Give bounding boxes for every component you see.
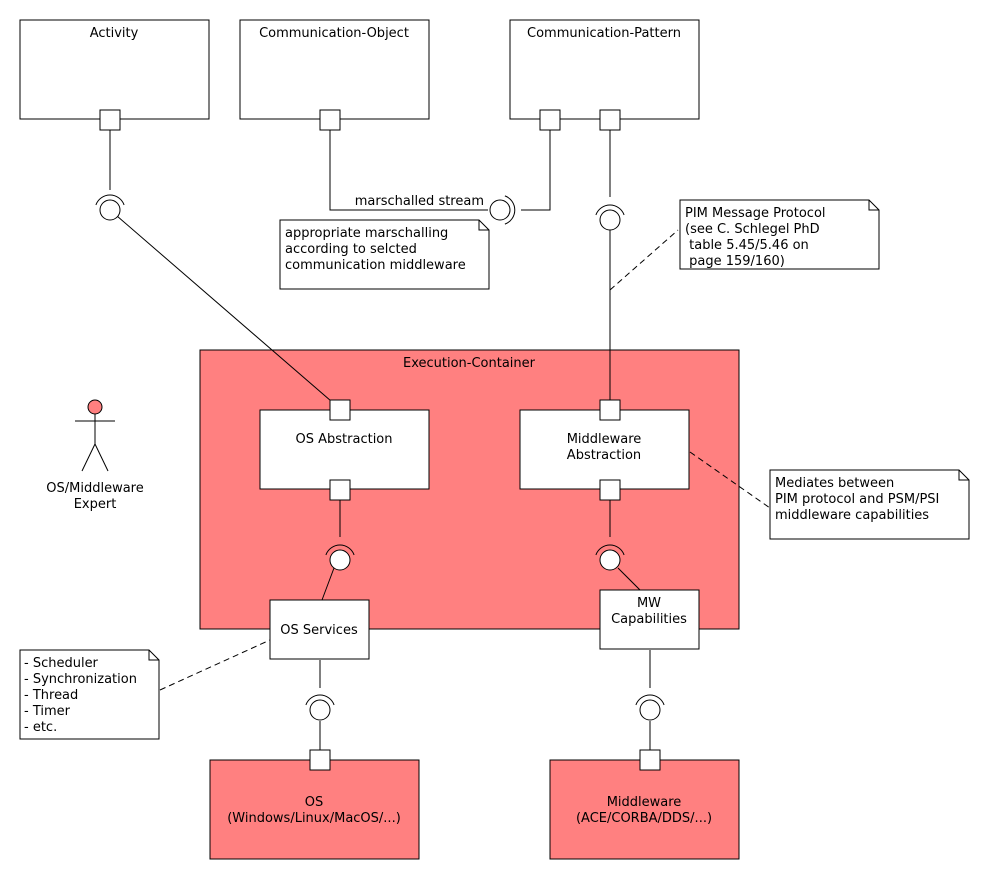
os-abstraction-title: OS Abstraction <box>296 432 393 447</box>
middleware-abstraction-port-bottom[interactable] <box>599 479 621 501</box>
marshalled-stream-socket <box>504 195 516 225</box>
mediates-note: Mediates between PIM protocol and PSM/PS… <box>769 469 970 540</box>
pattern-required-socket <box>595 204 625 216</box>
os-component[interactable] <box>209 759 420 860</box>
middleware-abstraction-component[interactable] <box>519 409 690 490</box>
os-services-interface <box>329 549 351 571</box>
mediates-note-line1: Mediates between <box>775 476 894 491</box>
os-abstraction-port-bottom[interactable] <box>329 479 351 501</box>
middleware-interface <box>639 699 661 721</box>
activity-component[interactable] <box>19 19 210 120</box>
mw-capabilities-interface <box>599 549 621 571</box>
activity-provided-interface <box>99 199 121 221</box>
marshalled-stream-line <box>329 130 488 211</box>
middleware-title-line1: Middleware <box>607 795 682 810</box>
os-title-line2: (Windows/Linux/MacOS/...) <box>227 811 401 826</box>
marshalling-note-line1: appropriate marschalling <box>285 226 448 241</box>
pim-note-line3: table 5.45/5.46 on <box>685 238 809 253</box>
os-interface <box>309 699 331 721</box>
mediates-note-line2: PIM protocol and PSM/PSI <box>775 492 939 507</box>
actor-label-line2: Expert <box>74 497 117 512</box>
os-services-socket <box>325 544 355 556</box>
os-services-list-note: - Scheduler - Synchronization - Thread -… <box>19 649 160 740</box>
pim-note-line1: PIM Message Protocol <box>685 206 826 221</box>
os-abstraction-link <box>116 215 332 402</box>
pim-protocol-note: PIM Message Protocol (see C. Schlegel Ph… <box>679 199 880 270</box>
communication-object-title: Communication-Object <box>259 26 409 41</box>
os-socket <box>305 694 335 706</box>
os-services-note-anchor <box>159 639 271 691</box>
marshalled-stream-label: marschalled stream <box>355 194 484 209</box>
os-abstraction-component[interactable] <box>259 409 430 490</box>
mw-capabilities-title-line1: MW <box>637 596 661 611</box>
communication-object-component[interactable] <box>239 19 430 120</box>
os-services-link <box>321 567 335 601</box>
pim-note-line2: (see C. Schlegel PhD <box>685 222 820 237</box>
actor-head <box>87 399 103 415</box>
os-title-line1: OS <box>305 795 323 810</box>
pattern-stream-line <box>521 130 551 211</box>
actor-figure <box>75 399 115 472</box>
mediates-note-line3: middleware capabilities <box>775 508 929 523</box>
activity-port[interactable] <box>99 109 121 131</box>
middleware-abstraction-title-line2: Abstraction <box>567 448 641 463</box>
os-services-list-item: - Synchronization <box>24 672 137 687</box>
middleware-abstraction-title-line1: Middleware <box>567 432 642 447</box>
middleware-component[interactable] <box>549 759 740 860</box>
mw-capabilities-component[interactable] <box>599 589 700 650</box>
pattern-provided-interface <box>599 209 621 231</box>
os-services-title: OS Services <box>280 623 358 638</box>
mw-capabilities-title-line2: Capabilities <box>611 612 687 627</box>
os-services-list-item: - etc. <box>24 720 57 735</box>
communication-object-port[interactable] <box>319 109 341 131</box>
mw-capabilities-socket <box>595 544 625 556</box>
communication-pattern-title: Communication-Pattern <box>527 26 681 41</box>
middleware-abstraction-port-top[interactable] <box>599 399 621 421</box>
activity-title: Activity <box>90 26 139 41</box>
execution-container-title: Execution-Container <box>403 356 536 371</box>
os-services-component[interactable] <box>269 599 370 660</box>
os-services-list-item: - Scheduler <box>24 656 99 671</box>
middleware-port[interactable] <box>639 749 661 771</box>
activity-required-socket <box>95 194 125 206</box>
os-abstraction-port-top[interactable] <box>329 399 351 421</box>
communication-pattern-port-left[interactable] <box>539 109 561 131</box>
middleware-socket <box>635 694 665 706</box>
marshalling-note: appropriate marschalling according to se… <box>279 219 490 290</box>
os-services-list-item: - Timer <box>24 704 71 719</box>
os-services-list-item: - Thread <box>24 688 78 703</box>
marshalling-note-line2: according to selcted <box>285 242 417 257</box>
marshalling-note-line3: communication middleware <box>285 258 466 273</box>
marshalled-stream-interface <box>489 199 511 221</box>
actor-label-line1: OS/Middleware <box>46 481 143 496</box>
mw-capabilities-link <box>617 567 641 591</box>
mediates-note-anchor <box>689 451 771 509</box>
communication-pattern-port-right[interactable] <box>599 109 621 131</box>
pim-note-anchor <box>609 229 679 291</box>
communication-pattern-component[interactable] <box>509 19 700 120</box>
os-port[interactable] <box>309 749 331 771</box>
middleware-title-line2: (ACE/CORBA/DDS/...) <box>576 811 712 826</box>
pim-note-line4: page 159/160) <box>685 254 785 269</box>
